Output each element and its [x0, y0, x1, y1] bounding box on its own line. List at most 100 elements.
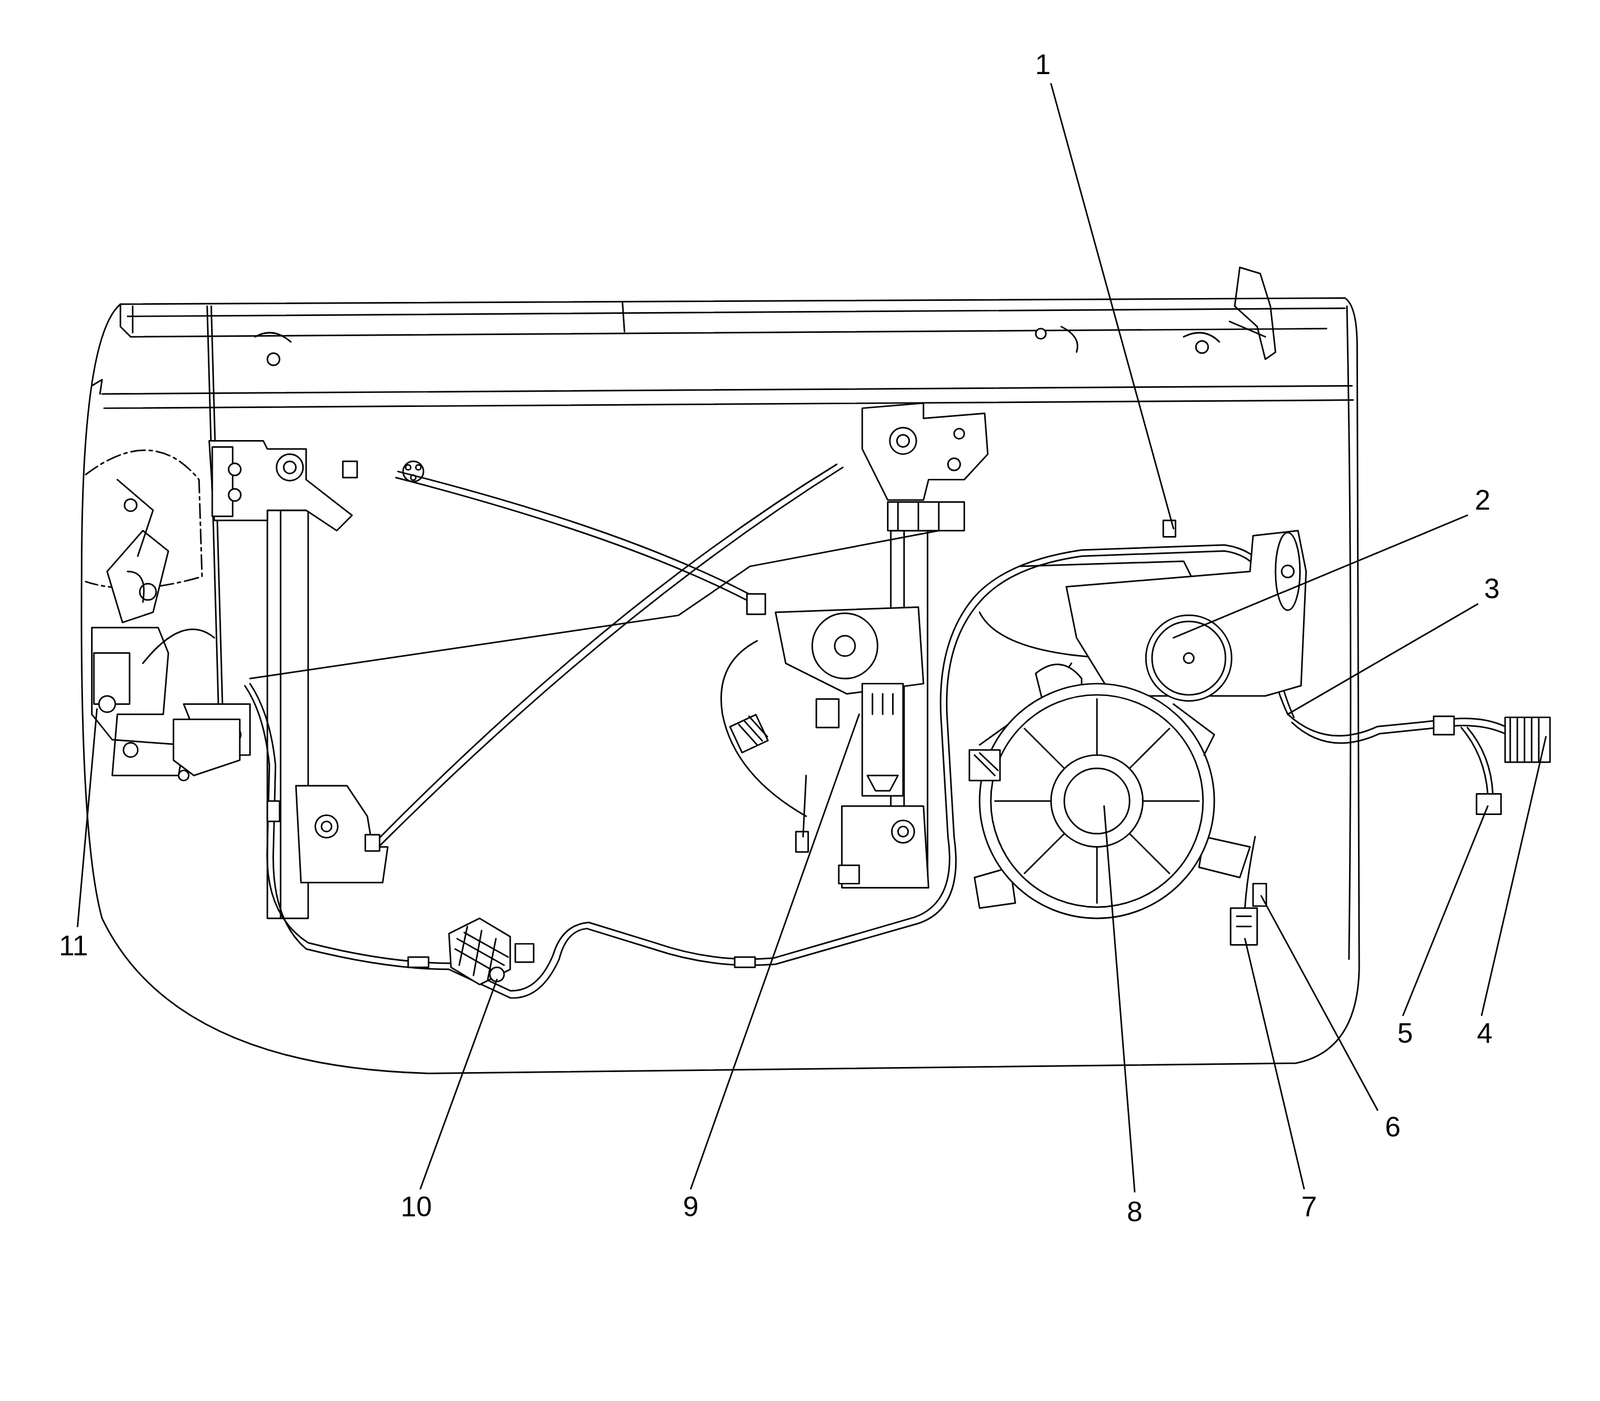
regulator-cable	[379, 467, 843, 847]
rear-regulator-rail	[315, 815, 338, 838]
speaker-assembly	[990, 695, 1204, 908]
front-regulator-rail	[897, 826, 908, 837]
callout-number: 11	[58, 931, 89, 960]
front-regulator-rail	[887, 501, 964, 531]
door-shell	[81, 267, 1360, 1074]
window-motor	[862, 683, 904, 797]
wiring-harness	[734, 957, 756, 968]
rear-regulator-rail	[212, 446, 233, 517]
speaker-assembly	[994, 698, 1200, 904]
regulator-cable	[249, 530, 939, 679]
window-motor	[775, 607, 924, 797]
door-shell	[92, 379, 103, 394]
door-shell	[102, 385, 1353, 395]
door-latch	[92, 479, 241, 781]
callout-number: 7	[1301, 1192, 1318, 1222]
switch-component	[515, 943, 534, 963]
speaker-assembly	[1152, 621, 1226, 696]
rear-regulator-rail	[228, 488, 241, 502]
speaker-assembly	[1173, 704, 1215, 756]
door-shell	[120, 304, 131, 337]
callout-number: 9	[683, 1192, 699, 1222]
wiring-harness	[244, 545, 1506, 999]
callout-number: 3	[1483, 574, 1500, 603]
door-shell	[127, 308, 1345, 317]
rear-regulator-rail	[209, 440, 352, 531]
front-regulator-rail	[948, 458, 961, 471]
speaker-assembly	[1281, 565, 1295, 578]
leader-line	[420, 979, 497, 1190]
rear-regulator-rail	[283, 461, 296, 474]
regulator-cable	[746, 593, 766, 615]
rear-regulator-rail	[295, 785, 388, 884]
front-regulator-rail	[892, 820, 915, 844]
door-shell	[130, 328, 1327, 337]
door-latch	[124, 499, 137, 512]
rear-regulator-rail	[183, 440, 388, 919]
door-shell	[1234, 267, 1276, 360]
rear-regulator-rail	[276, 454, 304, 481]
door-latch	[142, 629, 214, 664]
door-shell	[254, 332, 291, 342]
window-motor	[816, 698, 839, 728]
harness-connector	[1236, 916, 1251, 927]
leader-line	[1244, 938, 1304, 1189]
callout-number: 10	[400, 1192, 433, 1222]
door-shell	[131, 305, 134, 333]
door-shell	[103, 400, 1353, 409]
leader-line	[1104, 806, 1136, 1192]
front-regulator-rail	[897, 435, 910, 448]
leader-line	[77, 709, 98, 927]
window-motor	[775, 607, 924, 694]
switch-component	[449, 918, 534, 985]
door-shell	[622, 302, 625, 332]
leader-line	[1481, 737, 1547, 1016]
door-latch	[178, 770, 189, 781]
callout-number: 8	[1126, 1198, 1143, 1227]
speaker-assembly	[979, 683, 1215, 919]
rear-regulator-rail	[321, 821, 332, 832]
window-motor	[834, 636, 856, 657]
callout-number: 2	[1474, 486, 1491, 515]
callout-number: 5	[1397, 1019, 1414, 1048]
callout-number: 1	[1035, 50, 1051, 79]
rear-regulator-rail	[279, 510, 282, 919]
leader-line	[691, 714, 860, 1190]
wiring-harness	[1433, 716, 1455, 735]
door-latch	[98, 696, 116, 713]
door-latch	[117, 479, 154, 602]
leader-line	[1261, 896, 1378, 1111]
door-shell	[81, 298, 1360, 1074]
leader-line	[1287, 604, 1478, 715]
door-latch	[92, 627, 185, 776]
speaker-assembly	[1275, 532, 1301, 611]
switch-component	[449, 918, 511, 985]
leader-line	[1173, 515, 1467, 638]
leader-line	[1050, 83, 1174, 529]
door-shell	[405, 464, 411, 470]
speaker-assembly	[969, 530, 1307, 919]
door-shell	[267, 353, 280, 366]
door-latch	[139, 583, 157, 601]
door-shell	[1061, 326, 1078, 352]
door-shell	[1183, 332, 1220, 342]
regulator-cable	[365, 834, 380, 852]
window-motor	[867, 775, 899, 792]
wiring-harness	[408, 957, 429, 968]
regulator-cable	[738, 716, 768, 745]
window-motor	[812, 613, 878, 679]
speaker-assembly	[1183, 652, 1194, 664]
front-regulator-rail	[862, 403, 989, 501]
regulator-cable	[343, 461, 358, 478]
speaker-assembly	[1064, 768, 1130, 834]
front-regulator-rail	[953, 428, 964, 440]
window-motor	[872, 693, 893, 715]
door-shell	[1229, 321, 1266, 337]
harness-connector	[1230, 908, 1257, 945]
door-shell	[1195, 340, 1209, 354]
speaker-assembly	[974, 753, 999, 776]
door-shell	[416, 464, 422, 470]
front-regulator-rail	[889, 427, 917, 455]
harness-connector	[1505, 717, 1551, 763]
